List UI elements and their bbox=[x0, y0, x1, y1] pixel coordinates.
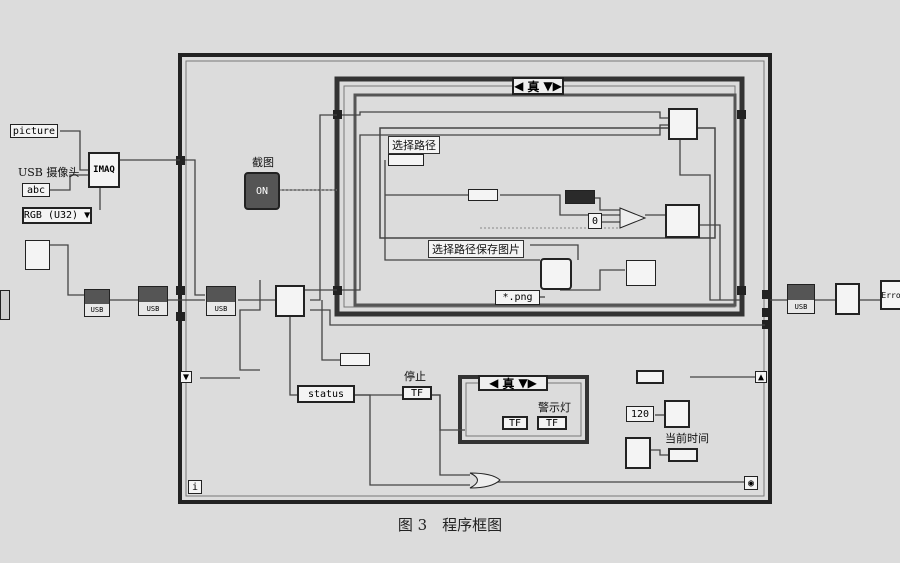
rgb-dropdown[interactable]: RGB (U32) ▼ bbox=[22, 207, 92, 224]
status-unbundle: status bbox=[297, 385, 355, 403]
usb-label-4: USB bbox=[788, 300, 814, 313]
imaq-vi: IMAQ bbox=[88, 152, 120, 188]
usb-vi-left-edge bbox=[0, 290, 10, 320]
stop-label: 停止 bbox=[404, 370, 426, 383]
zero-constant: 0 bbox=[588, 213, 602, 229]
compare-triangle bbox=[619, 207, 647, 229]
while-loop-frame bbox=[178, 53, 772, 504]
case-selector-true[interactable]: ◀ 真 ▼▶ bbox=[512, 77, 564, 95]
usb-camera-label: USB 摄像头 bbox=[18, 166, 80, 179]
true-constant: TF bbox=[502, 416, 528, 430]
figure-caption: 图 3 程序框图 bbox=[397, 516, 503, 534]
inner-frame bbox=[379, 127, 716, 239]
case-structure-inner bbox=[353, 93, 737, 307]
case-selector-label: 真 bbox=[527, 79, 540, 94]
case-left-arrow: ◀ bbox=[514, 79, 524, 93]
image-display bbox=[275, 285, 305, 317]
time-indicator bbox=[668, 448, 698, 462]
usb-label-3: USB bbox=[207, 302, 235, 315]
camera-name-control[interactable]: abc bbox=[22, 183, 50, 197]
current-time-label: 当前时间 bbox=[665, 432, 709, 445]
timestamp-node bbox=[625, 437, 651, 469]
usb-label-1: USB bbox=[85, 304, 109, 316]
or-gate bbox=[469, 472, 501, 489]
loop-iteration-terminal: i bbox=[188, 480, 202, 494]
usb-open-vi: USB bbox=[84, 289, 110, 317]
select-path-save-label: 选择路径保存图片 bbox=[428, 240, 524, 258]
stop-button[interactable]: TF bbox=[402, 386, 432, 400]
shift-register-right: ▲ bbox=[755, 371, 767, 383]
usb-grab-vi: USB bbox=[206, 286, 236, 316]
tf-indicator-inner bbox=[626, 260, 656, 286]
small-case-label: 真 bbox=[502, 376, 515, 391]
usb-config-vi: USB bbox=[138, 286, 168, 316]
alarm-label: 警示灯 bbox=[538, 401, 571, 414]
loop-condition-terminal: ◉ bbox=[744, 476, 758, 490]
wait-ms-node bbox=[664, 400, 690, 428]
picture-constant: picture bbox=[10, 124, 58, 138]
string-to-path-node bbox=[468, 189, 498, 201]
usb-close-vi: USB bbox=[787, 284, 815, 314]
snapshot-label: 截图 bbox=[252, 156, 274, 169]
write-file-vi bbox=[668, 108, 698, 140]
error-handler-vi: Erro bbox=[880, 280, 900, 310]
numeric-indicator bbox=[340, 353, 370, 366]
usb-label-2: USB bbox=[139, 302, 167, 315]
file-dialog-vi bbox=[540, 258, 572, 290]
dispose-vi bbox=[835, 283, 860, 315]
alarm-light-indicator: TF bbox=[537, 416, 567, 430]
png-pattern-constant: *.png bbox=[495, 290, 540, 305]
snapshot-button[interactable]: ON bbox=[244, 172, 280, 210]
small-case-right-arrow: ▼▶ bbox=[518, 376, 537, 390]
shift-register-left: ▼ bbox=[180, 371, 192, 383]
select-path-label: 选择路径 bbox=[388, 136, 440, 154]
wait-120-constant: 120 bbox=[626, 406, 654, 422]
case-selector-true-small[interactable]: ◀ 真 ▼▶ bbox=[478, 375, 548, 391]
concat-node bbox=[665, 204, 700, 238]
imaq-label: IMAQ bbox=[93, 165, 115, 175]
string-indicator-right bbox=[636, 370, 664, 384]
build-path-node bbox=[565, 190, 595, 204]
array-indicator bbox=[25, 240, 50, 270]
small-case-left-arrow: ◀ bbox=[489, 376, 499, 390]
case-right-arrow: ▼▶ bbox=[543, 79, 562, 93]
path-control[interactable] bbox=[388, 154, 424, 166]
